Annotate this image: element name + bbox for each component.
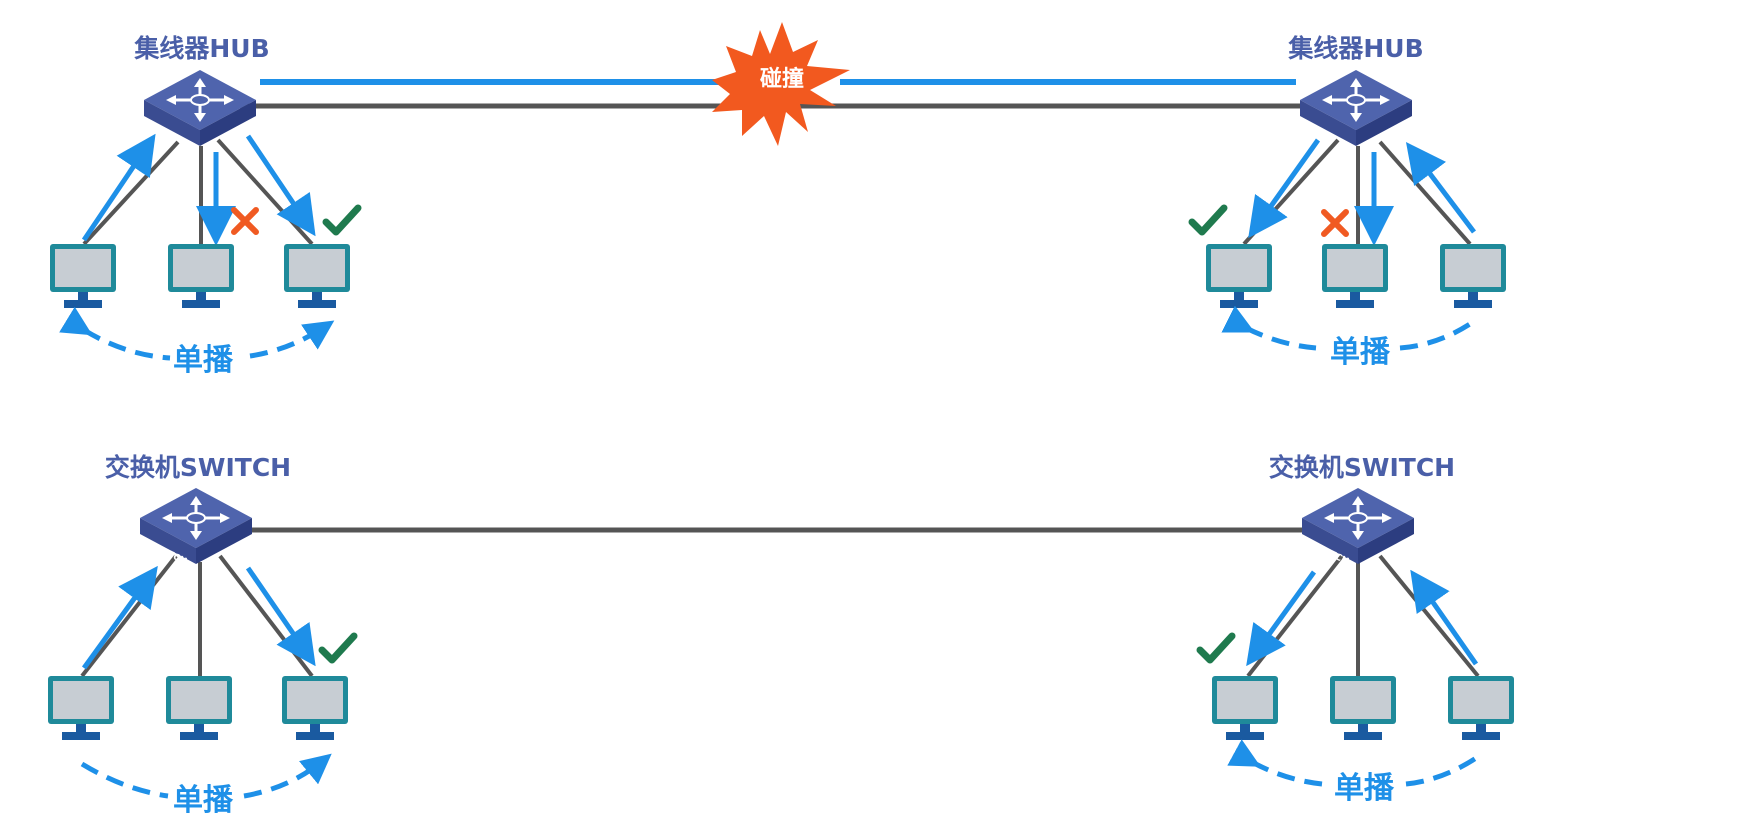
switch-right-label: 交换机SWITCH (1269, 453, 1455, 482)
switch-right-unicast-label: 单播 (1334, 771, 1395, 806)
switch-left-pc-1 (48, 676, 114, 740)
switch-section: SWITCH SWITCH 交换机SWITCH 交换机SWITCH 单播 单播 (48, 453, 1514, 813)
check-mark-icon (1188, 204, 1228, 236)
hub-right-label: 集线器HUB (1287, 34, 1423, 63)
hub-right-pc-2 (1322, 244, 1388, 308)
hub-left-pc-1 (50, 244, 116, 308)
collision-burst-icon (712, 22, 850, 146)
collision-label: 碰撞 (760, 66, 804, 92)
switch-right-device: SWITCH (1300, 486, 1416, 567)
cross-mark-icon (1321, 209, 1349, 237)
switch-left-pc-3 (282, 676, 348, 740)
check-mark-icon (322, 204, 362, 236)
hub-right-pc-1 (1206, 244, 1272, 308)
switch-left-pc-2 (166, 676, 232, 740)
hub-left-pc-3 (284, 244, 350, 308)
check-mark-icon (1196, 632, 1236, 664)
hub-left-unicast-label: 单播 (173, 343, 234, 378)
hub-section: 碰撞 集线器HUB 集线器HUB 单播 单播 (50, 22, 1506, 378)
check-mark-icon (318, 632, 358, 664)
hub-left-pc-2 (168, 244, 234, 308)
switch-right-pc-2 (1330, 676, 1396, 740)
switch-left-device: SWITCH (138, 486, 254, 567)
hub-right-device (1298, 68, 1414, 148)
switch-right-pc-3 (1448, 676, 1514, 740)
hub-left-device (142, 68, 258, 148)
hub-left-label: 集线器HUB (133, 34, 269, 63)
switch-left-unicast-label: 单播 (173, 783, 234, 813)
hub-right-unicast-label: 单播 (1330, 335, 1391, 370)
hub-right-pc-3 (1440, 244, 1506, 308)
switch-right-pc-1 (1212, 676, 1278, 740)
switch-left-label: 交换机SWITCH (105, 453, 291, 482)
cross-mark-icon (231, 207, 259, 235)
